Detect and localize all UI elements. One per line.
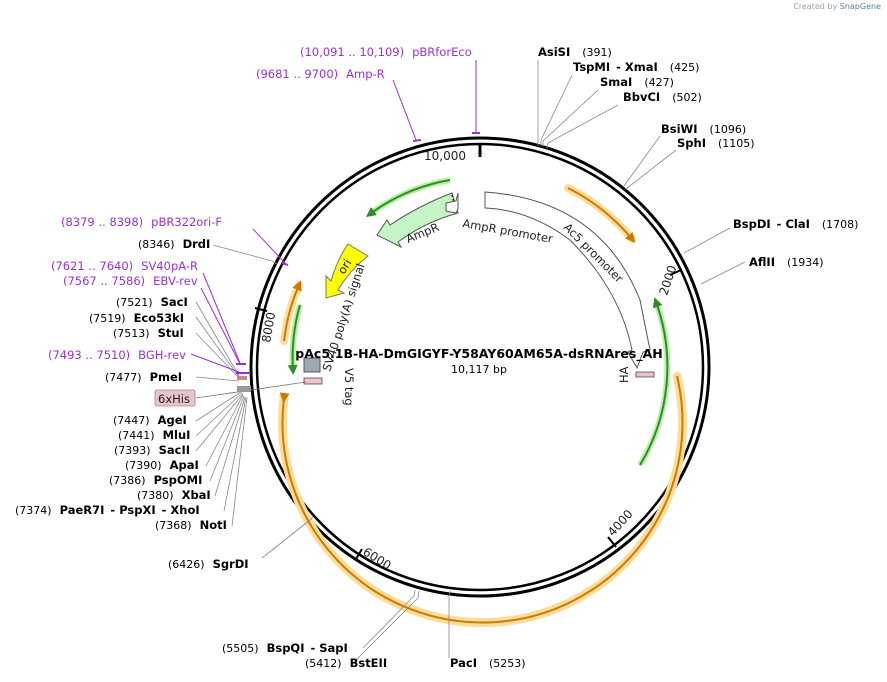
ampr-promoter-arrow	[445, 192, 459, 214]
tick-6000	[355, 548, 363, 560]
enzyme-sphi: SphI(1105)	[677, 136, 755, 150]
orf-arc-left-line	[283, 280, 302, 342]
enzyme-stui: (7513)StuI	[113, 326, 184, 340]
primer-marks	[236, 132, 480, 374]
enzyme-drdi: (8346)DrdI	[138, 237, 210, 251]
enzyme-paer7i-pspxi-xhoi: (7374)PaeR7I- PspXI- XhoI	[15, 503, 200, 517]
enzyme-tspmi-xmai: TspMI- XmaI(425)	[573, 60, 699, 74]
enzyme-bspqi-sapi: (5505)BspQI- SapI	[222, 641, 348, 655]
ha-feature	[635, 371, 655, 378]
green-arc-left-line	[287, 304, 301, 375]
junction-marks	[237, 386, 251, 392]
enzyme-bstei: (5412)BstEII	[305, 656, 387, 670]
primer-leaders	[190, 60, 477, 373]
ac5-promoter-label: Ac5 promoter	[561, 220, 626, 285]
enzyme-sacii: (7393)SacII	[114, 443, 190, 457]
primer-amp-r: (9681 .. 9700)Amp-R	[256, 67, 385, 81]
primer-ebv-rev: (7567 .. 7586)EBV-rev	[63, 274, 198, 288]
ha-label: HA	[617, 366, 631, 383]
ori-label: ori	[335, 256, 355, 276]
enzyme-smai: SmaI(427)	[600, 75, 674, 89]
tick-8000	[254, 307, 268, 312]
enzyme-sgrdi: (6426)SgrDI	[168, 557, 249, 571]
enzyme-saci: (7521)SacI	[116, 295, 188, 309]
ori-arrow	[325, 243, 369, 299]
enzyme-leaders	[195, 60, 746, 663]
tick-4000	[607, 536, 617, 548]
ac5-promoter-arrow	[484, 191, 651, 370]
his-feature-box	[303, 357, 321, 373]
snapgene-logo: SnapGene	[839, 2, 881, 11]
credit-prefix: Created by	[793, 2, 838, 11]
enzyme-pspomi: (7386)PspOMI	[109, 473, 202, 487]
primer-pbrforeco: (10,091 .. 10,109)pBRforEco	[300, 45, 472, 59]
enzyme-agei: (7447)AgeI	[113, 413, 187, 427]
orf-arc-bottom-line	[279, 375, 684, 624]
enzyme-noti: (7368)NotI	[155, 518, 227, 532]
ampr-feature-arrow	[376, 192, 459, 249]
his-tag-label: 6xHis	[158, 392, 190, 406]
tick-label-8000: 8000	[259, 311, 278, 344]
tick-label-4000: 4000	[605, 507, 636, 539]
orf-arc-top-line	[567, 187, 636, 243]
enzyme-xbai: (7380)XbaI	[137, 488, 211, 502]
enzyme-mlui: (7441)MluI	[118, 428, 190, 442]
tick-label-6000: 6000	[360, 545, 393, 573]
green-arc-top-line	[365, 179, 451, 217]
orf-arc-bottom	[277, 371, 687, 628]
enzyme-bspdi-clai: BspDI- ClaI(1708)	[733, 217, 858, 231]
tick-label-2000: 2000	[657, 264, 680, 297]
primer-bgh-rev: (7493 .. 7510)BGH-rev	[48, 348, 186, 362]
enzyme-paci: PacI(5253)	[450, 656, 526, 670]
enzyme-bbvci: BbvCI(502)	[623, 90, 702, 104]
plasmid-length: 10,117 bp	[451, 363, 507, 376]
tick-2000	[669, 269, 682, 276]
snapgene-credit: Created by SnapGene	[793, 2, 881, 11]
enzyme-aflii: AflII(1934)	[749, 255, 824, 269]
plasmid-name: pAc5.1B-HA-DmGIGYF-Y58AY60AM65A-dsRNAres…	[295, 346, 662, 362]
tick-label-10000: 10,000	[424, 149, 466, 163]
backbone-outer	[249, 136, 711, 598]
green-arc-right-line	[639, 297, 669, 466]
enzyme-bsiwi: BsiWI(1096)	[661, 122, 746, 136]
enzyme-pmei: (7477)PmeI	[105, 370, 182, 384]
v5-tag-label: V5 tag	[342, 368, 356, 406]
primer-pbr322ori-f: (8379 .. 8398)pBR322ori-F	[61, 215, 222, 229]
primer-sv40pa-r: (7621 .. 7640)SV40pA-R	[51, 259, 198, 273]
small-feature-left	[303, 377, 323, 385]
enzyme-asisi: AsiSI(391)	[538, 45, 612, 59]
enzyme-eco53ki: (7519)Eco53kI	[89, 311, 184, 325]
junction-mark-pink	[237, 376, 247, 380]
his-tag-box	[154, 389, 196, 407]
enzyme-apai: (7390)ApaI	[125, 458, 199, 472]
